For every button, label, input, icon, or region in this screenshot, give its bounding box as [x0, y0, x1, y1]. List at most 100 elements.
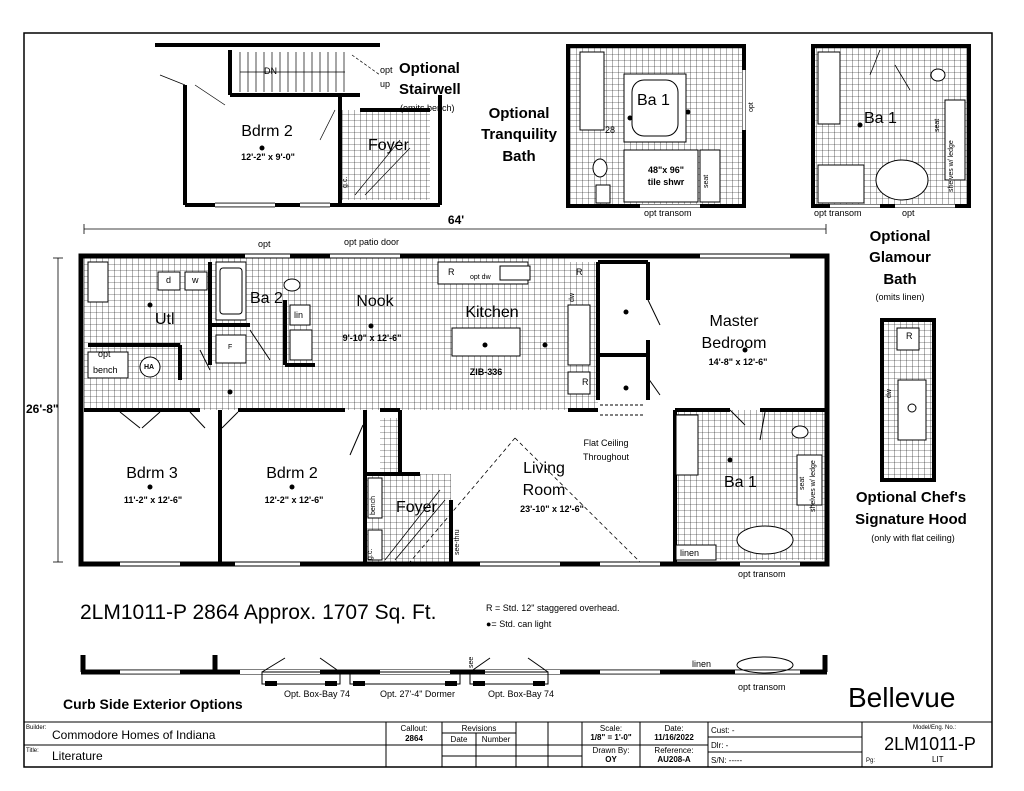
stairwell-title-2: Stairwell — [399, 81, 461, 98]
callout-label: Callout: — [400, 724, 428, 733]
washer-label: w — [192, 275, 199, 285]
revisions-number-col: Number — [481, 735, 511, 744]
builder-value: Commodore Homes of Indiana — [52, 728, 216, 742]
stairwell-bdrm2-size: 12'-2" x 9'-0" — [241, 152, 295, 162]
stairwell-title-1: Optional — [399, 60, 460, 77]
title-value: Literature — [52, 749, 103, 763]
range-hood-r2: R — [576, 267, 583, 277]
exterior-opt-transom: opt transom — [738, 682, 786, 692]
tranquility-title-2: Tranquility — [481, 126, 557, 143]
exterior-dormer: Opt. 27'-4" Dormer — [380, 689, 455, 699]
tranquility-28-label: 28 — [605, 125, 616, 135]
reference-value: AU208-A — [657, 755, 691, 764]
room-utl-label: Utl — [155, 311, 175, 328]
room-living-label-1: Living — [523, 460, 565, 477]
flat-ceiling-label-2: Throughout — [582, 452, 630, 462]
glamour-title-2: Glamour — [869, 249, 931, 266]
exterior-see-label: see — [468, 656, 475, 668]
ba1-shelves-label: shelves w/ ledge — [810, 460, 817, 512]
opt-dw-label: opt dw — [470, 274, 491, 281]
room-kitchen-label: Kitchen — [465, 304, 519, 321]
stairwell-foyer-label: Foyer — [368, 137, 409, 154]
chef-title-1: Optional Chef's — [855, 489, 967, 506]
main-floor-plan — [53, 224, 830, 567]
title-field-label: Title: — [26, 748, 39, 754]
tranquility-shower-size: 48"x 96" — [647, 165, 685, 175]
ba1-seat-label: seat — [799, 476, 806, 490]
drawn-by-label: Drawn By: — [592, 746, 630, 755]
tranquility-title-3: Bath — [502, 148, 536, 165]
date-label: Date: — [664, 724, 684, 733]
tranquility-title-1: Optional — [488, 105, 550, 122]
room-foyer-label: Foyer — [396, 499, 437, 516]
exterior-options-title: Curb Side Exterior Options — [63, 696, 243, 712]
room-living-size: 23'-10" x 12'-6" — [520, 504, 584, 514]
chef-range-hood-r: R — [906, 331, 913, 341]
range-hood-r3: R — [582, 377, 589, 387]
date-value: 11/16/2022 — [654, 733, 694, 742]
glamour-opt-transom: opt transom — [814, 208, 862, 218]
glamour-title-3: Bath — [883, 271, 917, 288]
tranquility-ba1-label: Ba 1 — [637, 92, 670, 109]
tranquility-opt-label: opt — [748, 102, 755, 112]
tranquility-opt-transom: opt transom — [644, 208, 692, 218]
room-bdrm3-size: 11'-2" x 12'-6" — [123, 495, 183, 505]
page-value: LIT — [932, 755, 944, 764]
title-block-grid — [23, 721, 993, 768]
builder-field-label: Builder: — [26, 725, 47, 731]
optional-stairwell-plan — [155, 43, 442, 208]
glamour-opt-label: opt — [902, 208, 915, 218]
ba1-linen-label: linen — [680, 548, 700, 558]
kitchen-island-label: ZIB-336 — [469, 367, 503, 377]
room-master-label-2: Bedroom — [701, 335, 767, 352]
ba2-linen-label: lin — [294, 310, 304, 320]
exterior-box-bay-1: Opt. Box-Bay 74 — [284, 689, 351, 699]
serial-number-field: S/N: ----- — [711, 756, 743, 765]
main-opt-transom-label: opt transom — [738, 569, 786, 579]
chef-note: (only with flat ceiling) — [871, 533, 955, 543]
optional-glamour-bath-plan — [811, 44, 971, 208]
reference-label: Reference: — [654, 746, 694, 755]
scale-value: 1/8" = 1'-0" — [590, 733, 632, 742]
room-nook-label: Nook — [356, 293, 394, 310]
chef-title-2: Signature Hood — [855, 511, 967, 528]
can-lights — [147, 302, 748, 490]
opt-window-label: opt — [258, 239, 271, 249]
stairwell-gc-label: g.c. — [342, 176, 349, 188]
optional-chef-hood-plan — [880, 318, 936, 482]
legend-range-hood: R = Std. 12" staggered overhead. — [486, 603, 620, 613]
tranquility-seat-label: seat — [703, 174, 710, 188]
revisions-date-col: Date — [450, 735, 468, 744]
curb-side-exterior-elevation — [80, 655, 828, 686]
room-nook-size: 9'-10" x 12'-6" — [342, 333, 402, 343]
room-bdrm2-size: 12'-2" x 12'-6" — [264, 495, 324, 505]
room-master-label-1: Master — [709, 313, 759, 330]
page-label: Pg: — [866, 758, 876, 764]
brand-model-name: Bellevue — [848, 682, 956, 713]
overall-depth-dimension: 26'-8" — [26, 402, 59, 416]
gc-label: g.c. — [367, 548, 374, 560]
exterior-linen-label: linen — [692, 659, 712, 669]
stairwell-bdrm2-label: Bdrm 2 — [241, 123, 293, 140]
glamour-title-1: Optional — [869, 228, 931, 245]
legend-can-light: ●= Std. can light — [486, 619, 552, 629]
drawn-by-value: OY — [605, 755, 617, 764]
furnace-label: F — [228, 344, 233, 351]
flat-ceiling-label-1: Flat Ceiling — [583, 438, 629, 448]
model-eng-no-value: 2LM1011-P — [884, 734, 976, 754]
model-square-footage-line: 2LM1011-P 2864 Approx. 1707 Sq. Ft. — [80, 601, 437, 624]
stairwell-note: (omits bench) — [400, 103, 455, 113]
range-hood-r1: R — [448, 267, 455, 277]
model-eng-no-label: Model/Eng. No.: — [913, 725, 957, 731]
revisions-label: Revisions — [461, 724, 497, 733]
opt-bench-label: opt — [98, 349, 111, 359]
scale-label: Scale: — [599, 724, 623, 733]
room-bdrm2-label: Bdrm 2 — [266, 465, 318, 482]
bench-label: bench — [93, 365, 118, 375]
room-ba1-label: Ba 1 — [724, 474, 757, 491]
glamour-ba1-label: Ba 1 — [864, 110, 897, 127]
glamour-seat-label: seat — [934, 118, 941, 132]
dryer-label: d — [166, 275, 172, 285]
optional-tranquility-bath-plan — [566, 44, 746, 208]
